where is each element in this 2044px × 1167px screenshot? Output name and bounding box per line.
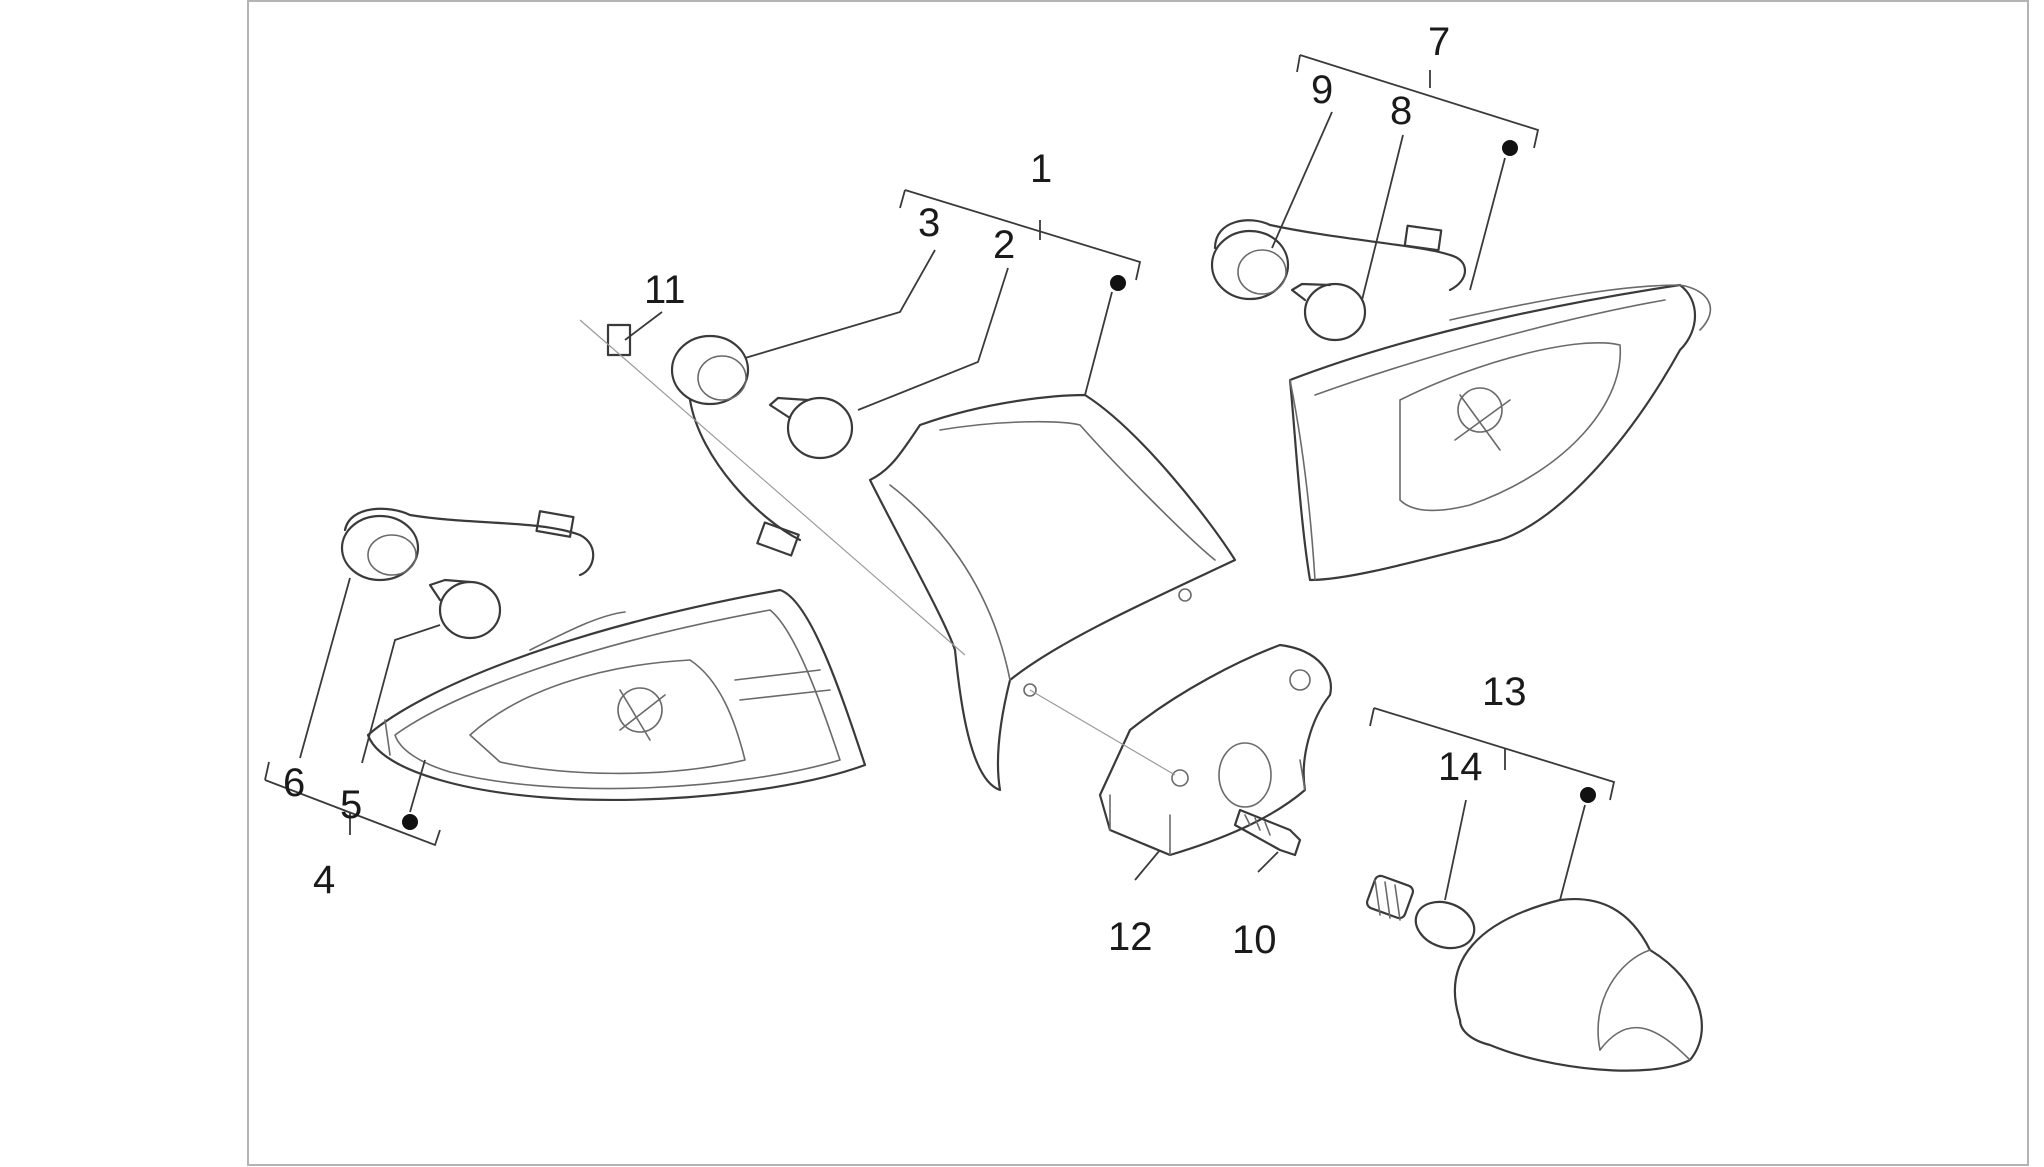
callout-5-leader: [361, 624, 441, 764]
left-tail-light: [366, 588, 867, 801]
right-tail-light: [1288, 283, 1712, 582]
callout-2-leader: [857, 267, 1009, 411]
center-tail-light-housing: [868, 393, 1237, 792]
callout-6: 6: [283, 761, 305, 805]
callout-1-leader: [899, 189, 1142, 396]
callout-12: 12: [1108, 915, 1153, 959]
side-marker-lens: [1453, 898, 1703, 1072]
callout-8-leader: [1361, 134, 1404, 301]
callout-5: 5: [340, 783, 362, 827]
callout-11-leader: [624, 311, 663, 341]
right-bulb-socket: [1210, 219, 1467, 301]
left-bulb-socket: [340, 507, 595, 582]
callout-9: 9: [1311, 68, 1333, 112]
assembly-axis-12: [1029, 689, 1176, 776]
callout-13: 13: [1482, 670, 1527, 714]
callout-9-leader: [1271, 111, 1333, 249]
callout-13-leader: [1369, 707, 1616, 901]
left-bulb: [428, 578, 502, 640]
assembly-axis-11: [579, 319, 966, 656]
callout-7-leader: [1296, 54, 1540, 291]
screw: [1233, 808, 1302, 857]
callout-4-dot: [402, 814, 418, 830]
callout-6-leader: [299, 577, 351, 759]
center-bulb: [768, 396, 854, 460]
callout-14: 14: [1438, 745, 1483, 789]
callout-7-dot: [1502, 140, 1518, 156]
callout-1-dot: [1110, 275, 1126, 291]
callout-1: 1: [1030, 147, 1052, 191]
callout-3-leader: [744, 249, 936, 359]
license-plate-light: [1098, 643, 1332, 857]
callout-4-leader: [264, 759, 441, 847]
callout-13-dot: [1580, 787, 1596, 803]
side-marker-bulb: [1365, 874, 1476, 950]
callout-8: 8: [1390, 89, 1412, 133]
callout-10: 10: [1232, 918, 1277, 962]
callout-3: 3: [918, 201, 940, 245]
callout-10-leader: [1257, 851, 1279, 873]
callout-7: 7: [1428, 20, 1450, 64]
callout-14-leader: [1444, 799, 1467, 901]
diagram-frame: [247, 0, 2029, 1166]
right-bulb: [1290, 282, 1367, 342]
callout-12-leader: [1134, 849, 1161, 881]
callout-4: 4: [313, 858, 335, 902]
callout-2: 2: [993, 223, 1015, 267]
callout-11: 11: [644, 268, 686, 312]
